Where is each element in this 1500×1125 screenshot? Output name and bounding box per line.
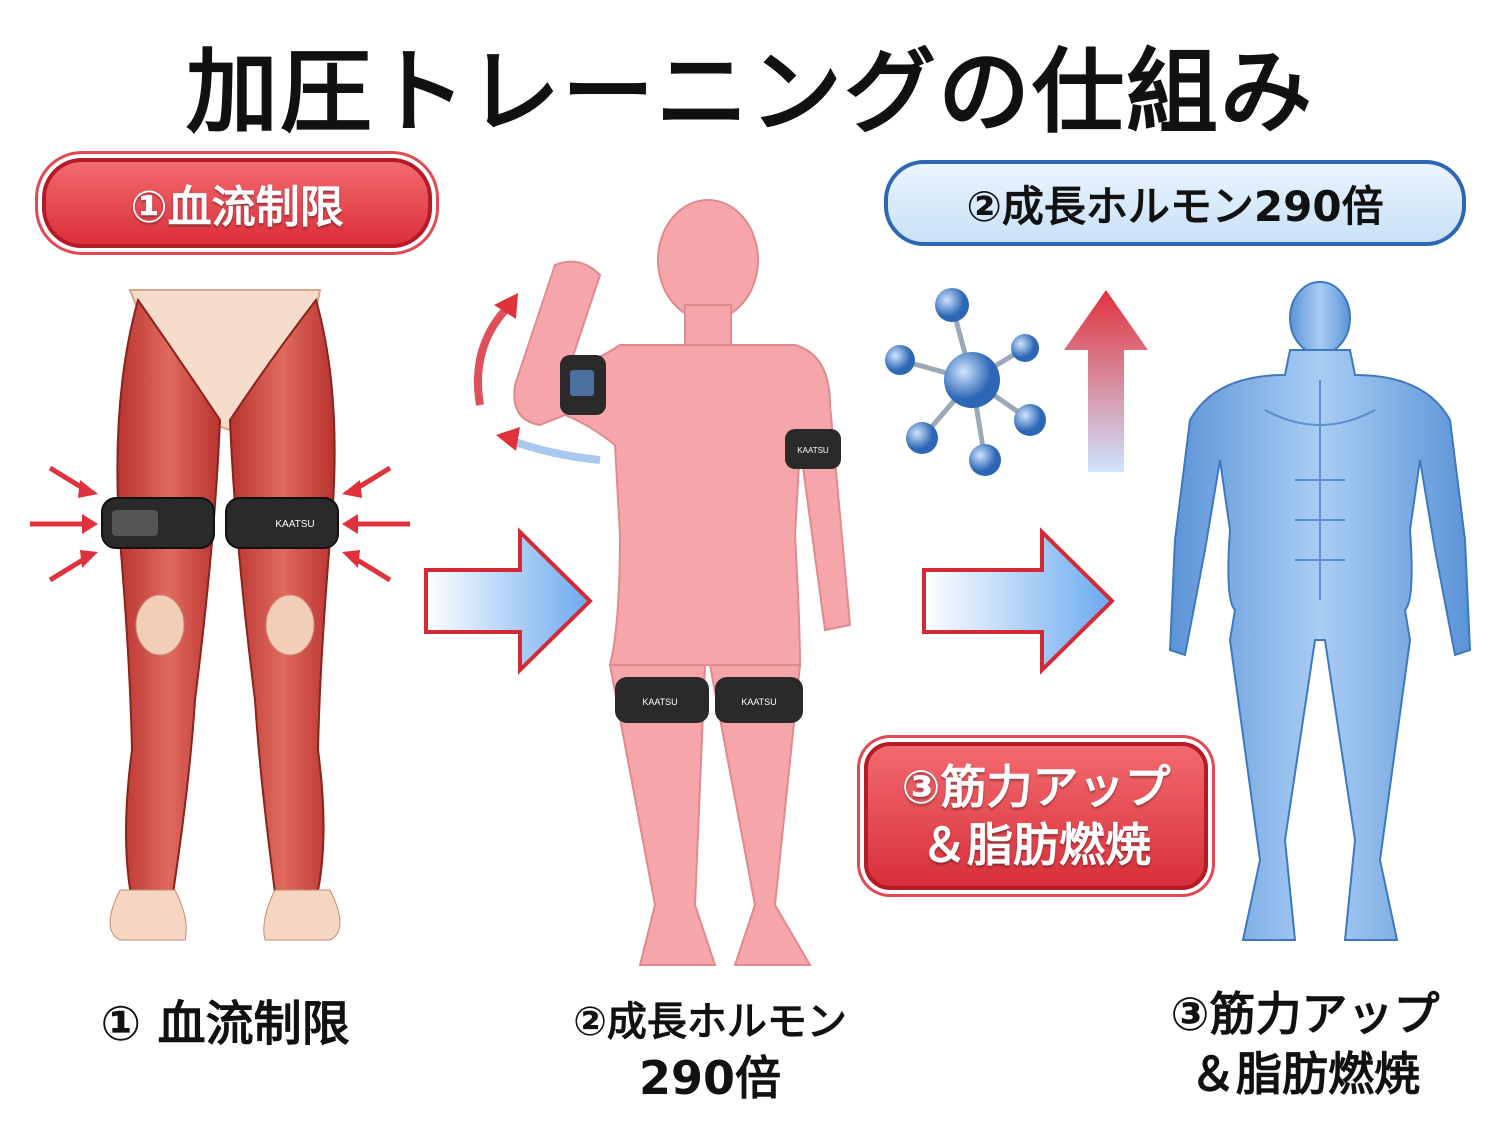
band-thigh-left: KAATSU [615,677,709,723]
step3-badge: ③筋力アップ ＆脂肪燃焼 [864,742,1208,890]
step2-caption: ②成長ホルモン 290倍 [540,994,880,1106]
band-label-right: KAATSU [275,519,314,530]
step1-badge: ①血流制限 [42,158,432,248]
band-arm-right: KAATSU [785,429,841,469]
legs-illustration: KAATSU [30,289,410,941]
step3-caption: ③筋力アップ ＆脂肪燃焼 [1140,984,1470,1104]
step2-caption-line1: ②成長ホルモン [573,999,847,1045]
band-thigh-right: KAATSU [715,677,803,723]
band-arm [560,355,606,415]
step2-badge-label: ②成長ホルモン290倍 [966,181,1384,231]
up-arrow-icon [1064,290,1148,472]
molecule-icon [885,288,1046,476]
step3-badge-line1: ③筋力アップ [901,760,1171,814]
step1-badge-label: ①血流制限 [130,182,344,233]
step3-caption-line1: ③筋力アップ [1170,987,1440,1041]
step3-badge-line2: ＆脂肪燃焼 [921,818,1151,872]
step3-caption-line2: ＆脂肪燃焼 [1190,1047,1420,1101]
blue-body-illustration [1168,281,1472,941]
band-left [101,497,215,549]
step1-caption: ① 血流制限 [100,996,350,1052]
band-label-thigh-right: KAATSU [741,697,776,707]
band-label-arm: KAATSU [797,446,829,455]
flow-arrow-icon-2 [922,527,1115,675]
band-right: KAATSU [225,497,339,549]
step2-caption-line2: 290倍 [638,1051,782,1105]
pink-body-illustration: KAATSU KAATSU KAATSU [474,199,852,966]
step2-badge: ②成長ホルモン290倍 [884,160,1466,246]
compression-arrows-icon [30,465,410,583]
flow-arrow-icon [424,527,593,675]
page-title: 加圧トレーニングの仕組み [185,39,1314,146]
curved-arrow-icon [474,293,601,464]
band-label-thigh-left: KAATSU [642,697,677,707]
